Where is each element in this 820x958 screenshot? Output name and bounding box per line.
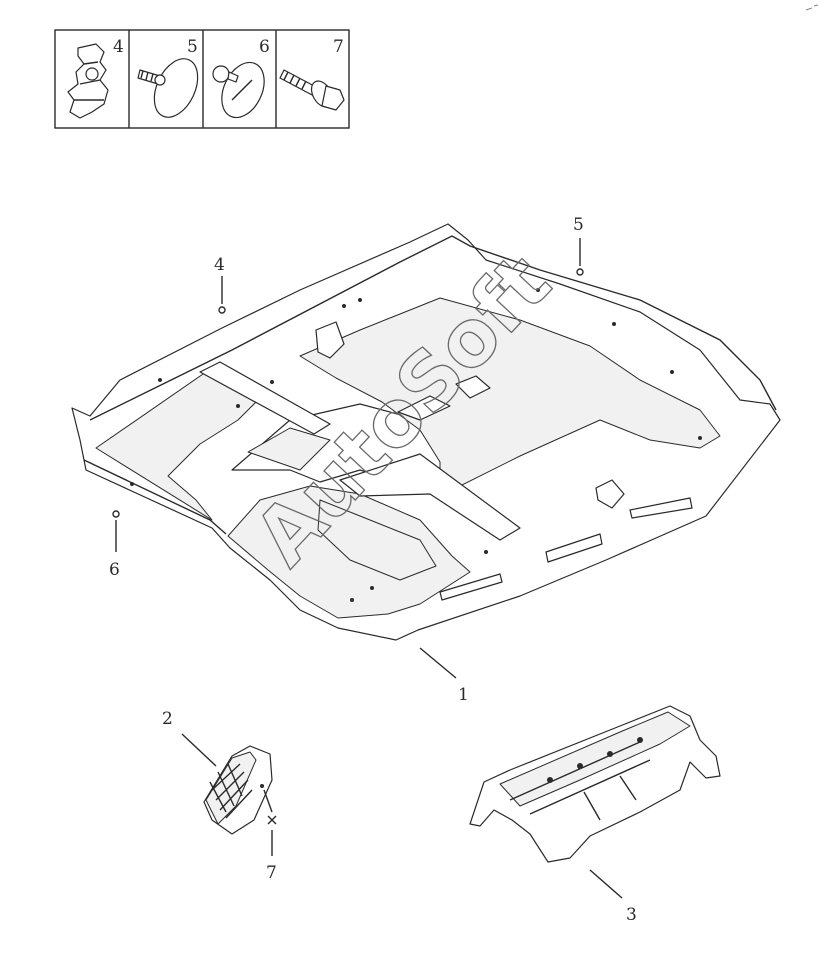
callout-4: 4 [214,255,225,275]
legend-number-5: 5 [187,37,198,57]
foot-rest-part-2 [203,745,273,835]
legend-number-6: 6 [259,37,270,57]
legend-number-4: 4 [113,37,124,57]
legend-number-7: 7 [333,37,344,57]
fastener-legend: 4 5 6 7 [54,29,350,129]
floor-panel-part-1 [71,223,781,641]
screw-disc-icon [212,61,265,119]
callout-1: 1 [458,685,469,705]
callout-leaders [112,238,623,899]
callout-6: 6 [109,560,120,580]
callout-3: 3 [626,905,637,925]
corner-mark [805,4,819,11]
bolt-icon [279,69,345,111]
clip-fastener-icon [67,43,109,119]
callout-7: 7 [266,863,277,883]
callout-2: 2 [162,709,173,729]
reinforcement-part-3 [469,705,721,863]
callout-5: 5 [573,215,584,235]
push-rivet-disc-icon [137,58,199,118]
